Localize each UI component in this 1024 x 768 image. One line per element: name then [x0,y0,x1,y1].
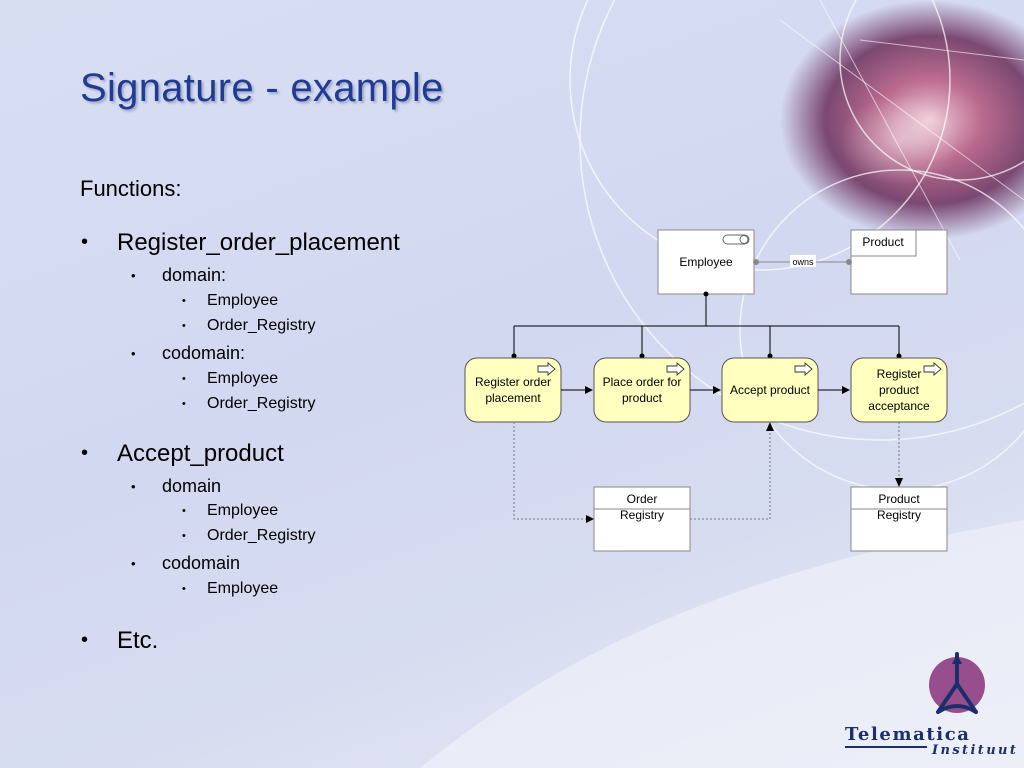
product-registry-object: Product Registry [851,487,947,551]
svg-text:product: product [622,391,663,405]
codomain-item: Employee [207,370,278,388]
order-registry-object: Order Registry [594,487,690,551]
function-accept-product: Accept_product [117,440,284,468]
codomain-item: Order_Registry [207,395,315,413]
svg-text:acceptance: acceptance [868,399,930,413]
etc-bullet: Etc. [117,627,158,655]
access-relations [514,422,899,519]
svg-text:Product: Product [878,492,920,506]
product-label: Product [862,235,904,249]
process-register-product-acceptance: Register product acceptance [851,358,947,422]
domain-label: domain [162,476,221,497]
process-register-order-placement: Register order placement [465,358,561,422]
domain-item: Employee [207,502,278,520]
codomain-item: Employee [207,580,278,598]
process-accept-product: Accept product [722,358,818,422]
domain-item: Order_Registry [207,527,315,545]
product-object: Product [851,230,947,294]
domain-item: Order_Registry [207,317,315,335]
function-register-order-placement: Register_order_placement [117,229,400,257]
employee-label: Employee [679,255,733,269]
svg-text:Place order for: Place order for [603,375,682,389]
slide-title: Signature - example [80,66,444,111]
process-place-order-for-product: Place order for product [594,358,690,422]
codomain-label: codomain: [162,343,245,364]
logo-wordmark: Telematica [845,724,971,745]
domain-label: domain: [162,265,226,286]
svg-text:Registry: Registry [620,508,664,522]
svg-text:Registry: Registry [877,508,921,522]
svg-text:Register order: Register order [475,375,551,389]
logo-subword: Instituut [932,743,1018,758]
svg-text:product: product [879,383,920,397]
owns-label: owns [792,257,814,267]
employee-role: Employee [658,230,754,294]
svg-text:Accept product: Accept product [730,383,811,397]
process-diagram: Employee Product owns Register order pla… [440,220,960,565]
svg-text:Order: Order [627,492,658,506]
svg-text:placement: placement [485,391,541,405]
assignment-lines [514,294,899,356]
svg-text:Register: Register [877,367,922,381]
codomain-label: codomain [162,553,240,574]
logo-rule [845,746,927,748]
domain-item: Employee [207,292,278,310]
functions-heading: Functions: [80,176,182,202]
